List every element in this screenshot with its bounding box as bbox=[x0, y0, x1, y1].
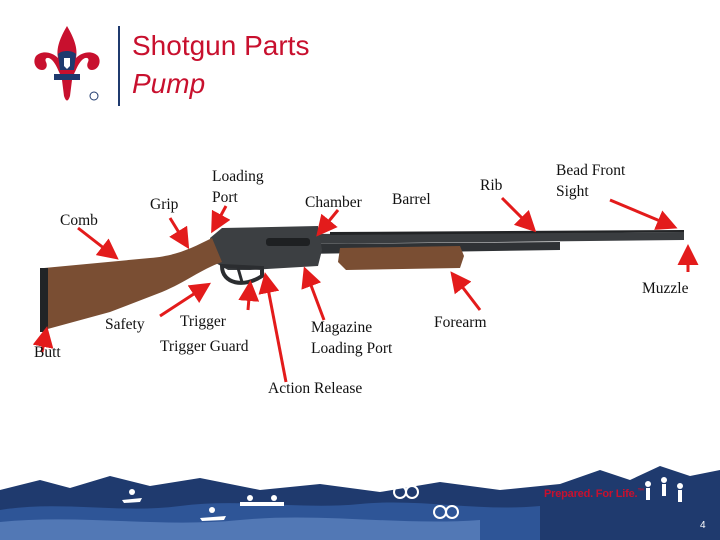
arrow-forearm bbox=[450, 271, 482, 311]
trigger-shape bbox=[236, 267, 244, 283]
label-trigger-guard: Trigger Guard bbox=[160, 338, 249, 355]
label-safety: Safety bbox=[105, 316, 145, 333]
receiver-shape bbox=[210, 226, 322, 270]
outdoor-activity-figures-icon bbox=[122, 477, 683, 521]
label-loading-port-line1: Loading bbox=[212, 168, 264, 185]
label-bead-front-sight-line1: Bead Front bbox=[556, 162, 626, 179]
stock-shape bbox=[44, 238, 222, 330]
page-title: Shotgun Parts bbox=[132, 30, 310, 61]
label-magazine-loading-port-line2: Loading Port bbox=[311, 340, 393, 357]
barrel-shape bbox=[300, 232, 684, 244]
label-chamber: Chamber bbox=[305, 194, 362, 211]
arrow-trigger-guard bbox=[238, 280, 260, 311]
label-bead-front-sight-line2: Sight bbox=[556, 183, 589, 200]
footer-mountain-band bbox=[0, 466, 720, 540]
rib-shape bbox=[330, 230, 684, 235]
arrow-grip bbox=[168, 217, 190, 250]
label-loading-port-line2: Port bbox=[212, 189, 238, 206]
arrow-comb bbox=[77, 226, 119, 260]
label-magazine-loading-port-line1: Magazine bbox=[311, 319, 373, 336]
header-divider bbox=[118, 26, 120, 106]
arrow-bead-front-sight bbox=[609, 198, 678, 230]
ejection-port-shape bbox=[266, 238, 310, 246]
fleur-de-lis-logo bbox=[34, 26, 100, 101]
label-comb: Comb bbox=[60, 212, 98, 229]
page-number: 4 bbox=[700, 520, 706, 531]
arrow-loading-port bbox=[211, 205, 231, 234]
forearm-shape bbox=[338, 246, 464, 270]
label-trigger: Trigger bbox=[180, 313, 226, 330]
recoil-pad-shape bbox=[40, 268, 48, 332]
label-butt: Butt bbox=[34, 344, 61, 361]
arrow-rib bbox=[500, 196, 537, 233]
arrow-action-release bbox=[258, 272, 288, 383]
page-subtitle: Pump bbox=[132, 68, 206, 99]
label-action-release: Action Release bbox=[268, 380, 363, 397]
arrow-safety bbox=[159, 282, 212, 318]
arrow-butt bbox=[32, 326, 54, 353]
arrow-magazine-loading-port bbox=[301, 266, 326, 321]
label-barrel: Barrel bbox=[392, 191, 431, 208]
label-grip: Grip bbox=[150, 196, 179, 213]
footer-tagline: Prepared. For Life.™ bbox=[544, 488, 645, 500]
label-forearm: Forearm bbox=[434, 314, 487, 331]
label-muzzle: Muzzle bbox=[642, 280, 689, 297]
arrow-chamber bbox=[316, 209, 340, 237]
label-rib: Rib bbox=[480, 177, 503, 194]
